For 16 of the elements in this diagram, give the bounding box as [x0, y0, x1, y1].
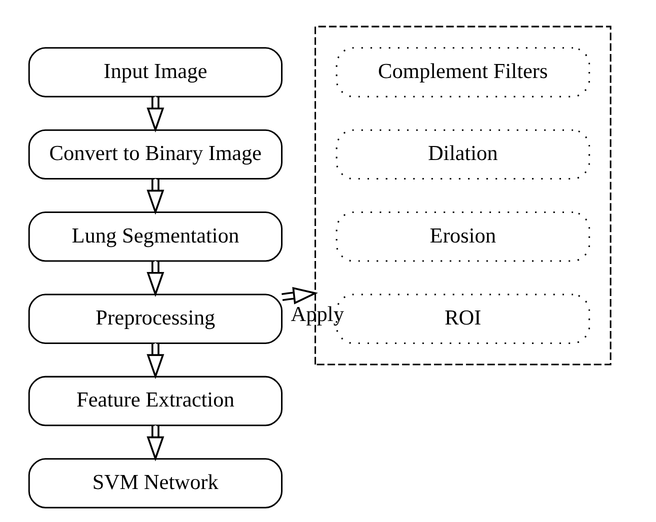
node-box: Erosion — [336, 212, 590, 262]
node-box: Feature Extraction — [28, 376, 283, 426]
arrow — [146, 178, 164, 215]
arrow — [146, 261, 164, 297]
node-box: SVM Network — [28, 458, 283, 508]
node-box: Preprocessing — [28, 294, 283, 344]
node-box: Input Image — [28, 47, 283, 98]
arrow — [146, 425, 164, 462]
node-box: Dilation — [336, 129, 590, 180]
edge-label: Apply — [290, 302, 344, 326]
node-box: Convert to Binary Image — [28, 129, 283, 180]
arrow — [146, 96, 164, 133]
arrow — [146, 343, 164, 380]
node-box: Complement Filters — [336, 47, 590, 98]
node-box: Lung Segmentation — [28, 212, 283, 262]
arrow — [282, 286, 318, 304]
